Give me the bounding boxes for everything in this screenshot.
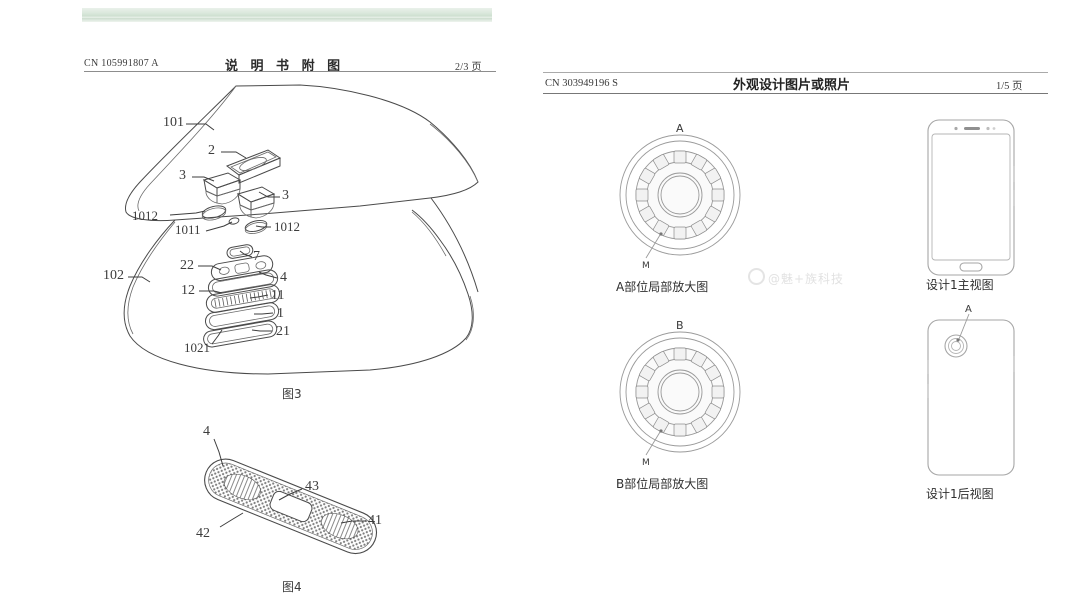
detail-a-marker-bottom: M bbox=[642, 261, 650, 271]
component-2 bbox=[225, 149, 282, 184]
front-sensor bbox=[954, 126, 958, 131]
right-sheet-title: 外观设计图片或照片 bbox=[733, 78, 851, 93]
left-page-label: 2/3 页 bbox=[455, 62, 482, 73]
right-sheet-drawings: A M bbox=[619, 119, 1015, 476]
component-3-left bbox=[202, 172, 242, 205]
right-patent-sheet: CN 303949196 S 外观设计图片或照片 1/5 页 bbox=[528, 0, 1068, 602]
ref-numeral-101: 101 bbox=[163, 115, 184, 130]
figure-4-drawing bbox=[204, 438, 378, 555]
component-7 bbox=[226, 244, 254, 259]
detail-view-a bbox=[619, 134, 741, 259]
detail-b-marker-top: B bbox=[676, 319, 684, 332]
component-21 bbox=[203, 320, 278, 348]
detail-a-caption: A部位局部放大图 bbox=[616, 280, 709, 294]
ref-numeral-1012-left: 1012 bbox=[132, 208, 158, 223]
ref-numeral-7: 7 bbox=[253, 249, 260, 264]
ref-numeral-102: 102 bbox=[103, 268, 124, 283]
phone-rear-caption: 设计1后视图 bbox=[926, 487, 994, 501]
earpiece-slot bbox=[964, 127, 980, 130]
figure-4-caption: 图4 bbox=[282, 580, 302, 594]
detail-b-marker-bottom: M bbox=[642, 458, 650, 468]
ref-numeral-12: 12 bbox=[181, 283, 195, 298]
component-4 bbox=[210, 255, 274, 282]
green-header-band-secondary bbox=[82, 18, 492, 22]
figure-3-caption: 图3 bbox=[282, 387, 302, 401]
ref-numeral-41: 41 bbox=[368, 513, 382, 528]
ref-numeral-1: 1 bbox=[277, 306, 284, 321]
ref-numeral-1012-right: 1012 bbox=[274, 219, 300, 234]
right-header-rule-bottom bbox=[543, 93, 1048, 95]
ref-numeral-2: 2 bbox=[208, 143, 215, 158]
component-11-12 bbox=[205, 284, 281, 313]
ref-numeral-1011: 1011 bbox=[175, 222, 201, 237]
ref-numeral-22: 22 bbox=[180, 258, 194, 273]
ref-numeral-42: 42 bbox=[196, 526, 210, 541]
proximity-sensor bbox=[992, 127, 996, 130]
component-22 bbox=[207, 269, 279, 297]
detail-b-caption: B部位局部放大图 bbox=[616, 477, 709, 491]
ref-numeral-1021: 1021 bbox=[184, 340, 210, 355]
weibo-watermark: @魅+族科技 bbox=[748, 268, 844, 287]
detail-a-marker-top: A bbox=[676, 122, 684, 135]
right-patent-number: CN 303949196 S bbox=[545, 78, 618, 89]
ref-numeral-3-left: 3 bbox=[179, 168, 186, 183]
green-header-band bbox=[82, 8, 492, 19]
left-patent-sheet: CN 105991807 A 说 明 书 附 图 2/3 页 bbox=[0, 0, 528, 602]
component-1 bbox=[204, 302, 280, 331]
ref-numeral-11: 11 bbox=[271, 288, 285, 303]
front-camera bbox=[986, 126, 990, 131]
ref-numeral-43: 43 bbox=[305, 479, 319, 494]
home-button bbox=[959, 262, 983, 272]
right-page-label: 1/5 页 bbox=[996, 81, 1023, 92]
rear-detail-marker: A bbox=[965, 304, 972, 315]
detail-view-b bbox=[619, 331, 741, 456]
ref-numeral-3-right: 3 bbox=[282, 188, 289, 203]
left-sheet-title: 说 明 书 附 图 bbox=[225, 59, 345, 74]
right-header-rule-top bbox=[543, 72, 1048, 73]
component-3-right bbox=[236, 186, 276, 219]
watermark-text: @魅+族科技 bbox=[768, 272, 845, 286]
phone-front-caption: 设计1主视图 bbox=[926, 278, 994, 292]
ref-numeral-fig4-4: 4 bbox=[203, 424, 210, 439]
hole-1011 bbox=[228, 217, 240, 225]
figure-3-drawing bbox=[123, 84, 479, 555]
phone-front-view bbox=[927, 119, 1015, 276]
left-patent-number: CN 105991807 A bbox=[84, 58, 159, 69]
phone-rear-view: A bbox=[927, 304, 1015, 476]
left-header-rule bbox=[84, 71, 496, 73]
weibo-logo-icon bbox=[748, 268, 765, 285]
ref-numeral-21: 21 bbox=[276, 324, 290, 339]
rear-camera-ring bbox=[944, 334, 968, 358]
ref-numeral-4: 4 bbox=[280, 270, 287, 285]
